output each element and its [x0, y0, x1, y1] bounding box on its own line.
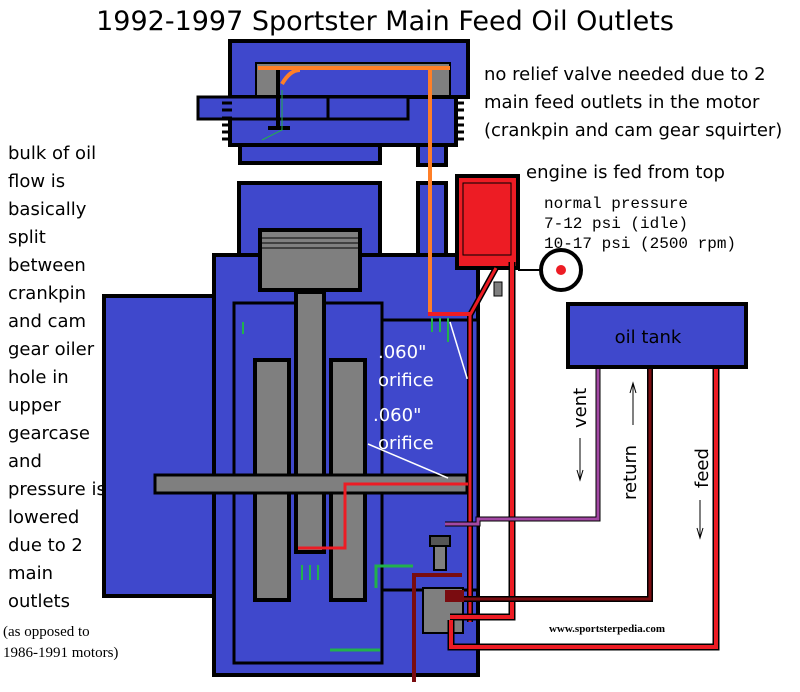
- note-line: bulk of oil: [8, 143, 96, 164]
- note-line: main: [8, 563, 53, 584]
- note-line: crankpin: [8, 283, 86, 304]
- crankpin-feed-line: [298, 482, 468, 550]
- note-line: hole in: [8, 367, 69, 388]
- vent-line: [445, 367, 600, 526]
- opposed-note-line-1: (as opposed to: [3, 624, 90, 640]
- pump-to-filter-line: [450, 262, 514, 619]
- pressure-sender: [433, 545, 447, 571]
- note-line: flow is: [8, 171, 65, 192]
- oil-tank-label: oil tank: [615, 327, 682, 348]
- vent-label: vent: [570, 388, 591, 428]
- pressure-gauge-icon: [493, 248, 583, 297]
- note-line: and: [8, 451, 42, 472]
- return-label: return: [620, 445, 641, 500]
- note-line: basically: [8, 199, 87, 220]
- feed-line: [449, 367, 718, 649]
- oil-lines: [242, 66, 720, 682]
- connecting-rod: [294, 290, 326, 554]
- note-line: between: [8, 255, 86, 276]
- website-credit: www.sportsterpedia.com: [549, 623, 665, 635]
- top-end-feed-line: [258, 66, 450, 312]
- relief-note-line-1: no relief valve needed due to 2: [484, 64, 766, 85]
- orifice-1-label: orifice: [378, 370, 434, 391]
- fed-from-top-note: engine is fed from top: [526, 162, 725, 183]
- orifice-1-size: .060": [378, 342, 426, 363]
- note-line: outlets: [8, 591, 70, 612]
- note-line: split: [8, 227, 46, 248]
- note-line: upper: [8, 395, 61, 416]
- orifice-2-size: .060": [373, 405, 421, 426]
- orifice-2-label: orifice: [378, 433, 434, 454]
- bulk-flow-note: bulk of oil flow is basically split betw…: [8, 143, 106, 612]
- relief-note-line-3: (crankpin and cam gear squirter): [484, 120, 782, 141]
- note-line: gear oiler: [8, 339, 95, 360]
- flow-arrows: [576, 381, 704, 540]
- oil-tank: [566, 302, 748, 369]
- opposed-note-line-2: 1986-1991 motors): [3, 645, 118, 661]
- diagram-title: 1992-1997 Sportster Main Feed Oil Outlet…: [96, 6, 674, 37]
- note-line: gearcase: [8, 423, 90, 444]
- note-line: pressure is: [8, 479, 106, 500]
- note-line: lowered: [8, 507, 79, 528]
- feed-label: feed: [692, 448, 713, 488]
- pressure-note-line-2: 7-12 psi (idle): [544, 215, 688, 233]
- pressure-note-line-1: normal pressure: [544, 195, 688, 213]
- return-line: [462, 367, 652, 601]
- note-line: due to 2: [8, 535, 83, 556]
- relief-note-line-2: main feed outlets in the motor: [484, 92, 760, 113]
- oil-filter: [455, 174, 520, 270]
- piston: [258, 228, 362, 292]
- pressure-note-line-3: 10-17 psi (2500 rpm): [544, 235, 736, 253]
- note-line: and cam: [8, 311, 86, 332]
